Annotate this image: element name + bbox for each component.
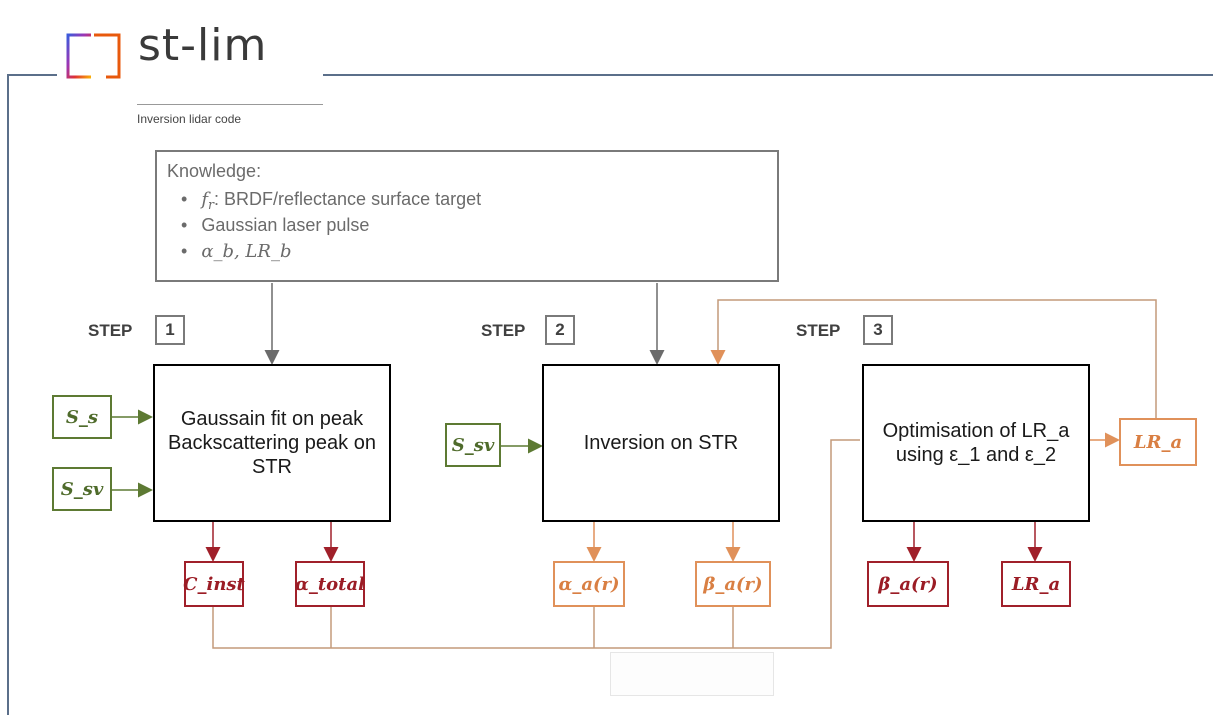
process-step1-label: Gaussain fit on peak Backscattering peak… bbox=[168, 408, 376, 478]
step-number-2: 2 bbox=[545, 315, 575, 345]
logo-divider bbox=[137, 104, 323, 105]
process-step1: Gaussain fit on peak Backscattering peak… bbox=[153, 364, 391, 522]
output-bus bbox=[212, 439, 860, 649]
output-lr-a: LR_a bbox=[1001, 561, 1071, 607]
logo-bracket-right-icon bbox=[94, 33, 121, 79]
knowledge-item-alpha-lr: α_b, LR_b bbox=[181, 238, 481, 264]
process-step3-label-a: Optimisation of LR_a bbox=[882, 420, 1070, 442]
step-label-2: STEP bbox=[481, 321, 526, 340]
process-step2-label: Inversion on STR bbox=[583, 432, 739, 454]
output-beta-a-step3: β_a(r) bbox=[867, 561, 949, 607]
step-number-1: 1 bbox=[155, 315, 185, 345]
feedback-loop bbox=[710, 299, 1157, 418]
input-ssv-step2: S_sv bbox=[445, 423, 501, 467]
step-number-3: 3 bbox=[863, 315, 893, 345]
output-beta-a-step2: β_a(r) bbox=[695, 561, 771, 607]
logo-subtitle: Inversion lidar code bbox=[137, 112, 242, 126]
knowledge-item-pulse: Gaussian laser pulse bbox=[181, 212, 481, 238]
frame-line bbox=[7, 74, 57, 715]
process-step3-label-b: using ε_1 and ε_2 bbox=[895, 444, 1057, 466]
knowledge-title: Knowledge: bbox=[167, 161, 262, 181]
knowledge-box: Knowledge: fr: BRDF/reflectance surface … bbox=[155, 150, 779, 282]
knowledge-item-brdf: fr: BRDF/reflectance surface target bbox=[181, 186, 481, 212]
input-ss: S_s bbox=[52, 395, 112, 439]
step-label-1: STEP bbox=[88, 321, 133, 340]
logo-title: st-lim bbox=[138, 20, 268, 71]
process-step3: Optimisation of LR_a using ε_1 and ε_2 bbox=[862, 364, 1090, 522]
step-label-3: STEP bbox=[796, 321, 841, 340]
knowledge-list: fr: BRDF/reflectance surface target Gaus… bbox=[181, 186, 481, 264]
process-step2: Inversion on STR bbox=[542, 364, 780, 522]
output-alpha-a: α_a(r) bbox=[553, 561, 625, 607]
output-c-inst: C_inst bbox=[183, 561, 245, 607]
logo-bracket-icon bbox=[66, 33, 91, 79]
input-ssv-step1: S_sv bbox=[52, 467, 112, 511]
blank-placeholder-box bbox=[610, 652, 774, 696]
logo: st-lim Inversion lidar code bbox=[57, 8, 323, 130]
output-alpha-total: α_total bbox=[295, 561, 365, 607]
output-lr-a-feedback: LR_a bbox=[1119, 418, 1197, 466]
